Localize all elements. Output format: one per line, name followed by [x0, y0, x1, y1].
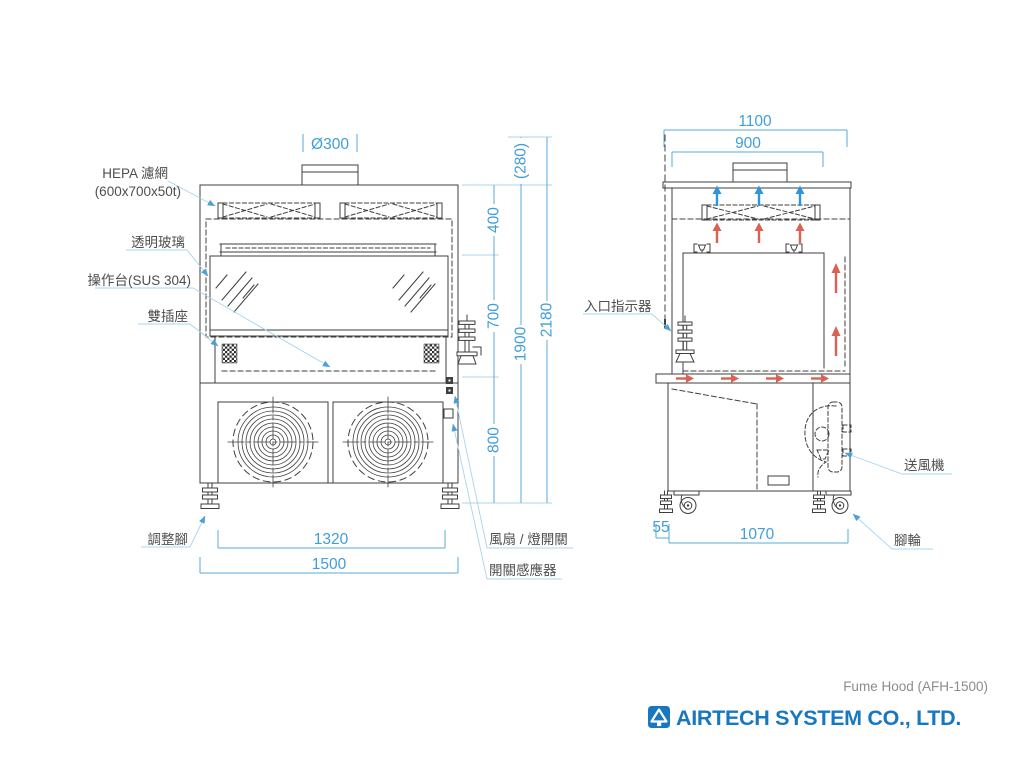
blower-side: [804, 401, 852, 478]
dim-body-height: 1900: [513, 326, 530, 361]
nameplate: [767, 475, 790, 486]
label-clear-glass: 透明玻璃: [131, 234, 185, 250]
airflow-back-channel: [831, 263, 841, 356]
dim-total-height: 2180: [539, 302, 556, 337]
dim-total-depth: 1100: [738, 113, 772, 130]
caster-left: [673, 490, 700, 514]
fan-light-switches: [446, 377, 453, 394]
company-name: AIRTECH SYSTEM CO., LTD.: [676, 706, 961, 730]
dual-socket-left: [221, 343, 238, 364]
front-view: [199, 164, 482, 509]
label-leveling-foot: 調整腳: [148, 532, 189, 547]
exhaust-duct-front: [301, 164, 359, 186]
dim-duct-diameter: Ø300: [311, 136, 349, 153]
dual-socket-right: [423, 343, 440, 364]
lamp-icon-right: [785, 243, 803, 253]
footer: Fume Hood (AFH-1500) AIRTECH SYSTEM CO.,…: [648, 679, 988, 730]
hepa-filter-left: [217, 202, 321, 219]
glass-hatch-right: [392, 271, 436, 313]
caster-right: [825, 490, 852, 514]
side-view: [655, 134, 852, 514]
top-cap-side: [662, 181, 852, 189]
work-surface-slab: [655, 373, 851, 384]
glass-sash: [209, 255, 449, 337]
hepa-filter-right: [339, 202, 443, 219]
label-switch-sensor: 開關感應器: [489, 562, 557, 578]
label-fan-light-switch: 風扇 / 燈開關: [489, 532, 568, 547]
label-inlet-indicator: 入口指示器: [584, 299, 652, 314]
label-hepa-filter: HEPA 濾網: [102, 166, 168, 181]
glass-hatch-left: [215, 271, 259, 313]
leveling-bolt-left-side: [659, 490, 673, 513]
leveling-foot-right: [440, 482, 460, 509]
product-title: Fume Hood (AFH-1500): [843, 679, 988, 694]
leveling-bolt-right-side: [812, 490, 826, 513]
light-fixture-bar: [219, 243, 437, 257]
dim-top-section: 400: [486, 207, 503, 233]
work-surface-band: [199, 335, 459, 384]
base-cabinet-side: [667, 382, 851, 492]
dim-inner-depth: 900: [735, 135, 761, 152]
switch-sensor-box: [443, 408, 454, 419]
airflow-up-clean: [712, 185, 805, 206]
label-caster: 腳輪: [894, 532, 922, 548]
exhaust-fan-left: [227, 396, 319, 488]
label-dual-socket: 雙插座: [148, 309, 189, 324]
inner-liner-dashed: [205, 218, 453, 338]
airflow-up-intake: [712, 222, 805, 243]
dim-chamber: 700: [486, 303, 503, 329]
label-work-table: 操作台(SUS 304): [87, 273, 191, 288]
dim-base: 800: [486, 427, 503, 453]
base-section: [217, 396, 444, 488]
company-logo-icon: [648, 706, 670, 728]
label-blower: 送風機: [904, 458, 945, 473]
inlet-indicator-side: [675, 315, 695, 363]
dim-total-width: 1500: [312, 556, 347, 573]
callout-layer: HEPA 濾網 (600x700x50t) 透明玻璃 操作台(SUS 304) …: [87, 166, 952, 580]
lamp-icon-left: [693, 243, 711, 253]
airflow-worktop: [676, 374, 829, 383]
inlet-indicator-front: [456, 314, 482, 365]
cabinet-outline-front: [199, 184, 459, 484]
dim-front-offset: 55: [652, 519, 669, 536]
dim-duct-height: (280): [513, 143, 530, 179]
dim-base-depth: 1070: [740, 526, 775, 543]
exhaust-duct-side: [732, 162, 788, 183]
label-hepa-filter-size: (600x700x50t): [95, 184, 181, 199]
exhaust-fan-right: [342, 396, 434, 488]
leveling-foot-left: [200, 482, 220, 509]
dim-foot-span: 1320: [314, 531, 349, 548]
hepa-filter-side: [701, 204, 821, 221]
dimension-layer: Ø300 400 700 800 (280) 1900 2180 1320 15…: [199, 113, 849, 574]
